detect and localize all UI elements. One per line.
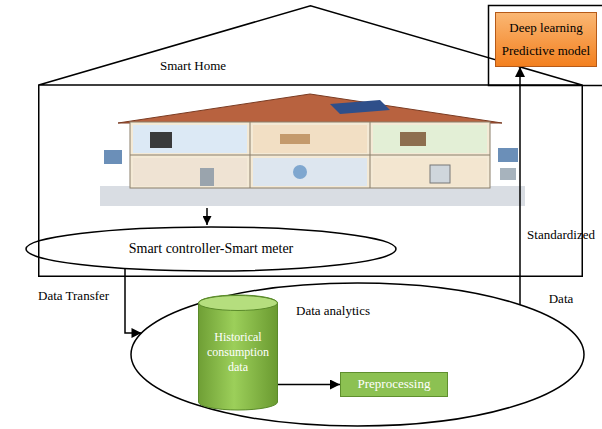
room (253, 125, 367, 153)
database-label: Historical consumption data (203, 330, 273, 375)
wall-line (250, 122, 251, 188)
analytics-ellipse: Data analyticsHistorical consumption dat… (130, 282, 585, 427)
room (253, 158, 367, 186)
ellipse-shape (131, 283, 584, 426)
flow-connector (125, 268, 141, 333)
bed-icon (280, 134, 310, 144)
device-icon (500, 168, 516, 180)
model-box: Deep learning Predictive model (495, 12, 597, 67)
house-body (130, 122, 490, 188)
model-label: Deep learning Predictive model (500, 17, 592, 61)
floor-line (130, 155, 490, 156)
room (373, 125, 487, 153)
cylinder-top (199, 296, 278, 311)
fridge-icon (200, 168, 214, 186)
device-icon (104, 150, 122, 164)
ground-strip (100, 186, 525, 206)
heater-icon (430, 165, 450, 183)
edge-label: Data Transfer (38, 287, 124, 305)
device-icon (498, 148, 518, 162)
controller-ellipse: Smart controller-Smart meter (25, 226, 397, 272)
smart-home-illustration (100, 94, 525, 206)
flow-connector (278, 384, 340, 386)
solar-panel (330, 100, 390, 114)
room (373, 158, 487, 186)
wall-line (370, 122, 371, 188)
room (133, 158, 247, 186)
ellipse-label: Data analytics (296, 296, 370, 326)
edge-label: Standardized Data (524, 203, 598, 331)
washer-icon (293, 165, 307, 179)
edge-label-holder: Standardized Data (524, 203, 598, 331)
ellipse-label: Smart controller-Smart meter (45, 240, 377, 258)
process-label: Preprocessing (345, 376, 443, 392)
edge-label-holder: Data Transfer (38, 287, 124, 305)
tv-icon (150, 132, 172, 148)
sofa-icon (400, 132, 426, 146)
database-cylinder: Historical consumption data (198, 295, 278, 410)
process-box: Preprocessing (340, 372, 448, 397)
room (133, 125, 247, 153)
flow-arrow (206, 208, 208, 225)
cylinder-body (199, 295, 278, 410)
ellipse-shape (26, 227, 396, 271)
flow-connector (519, 67, 521, 305)
roof (118, 94, 502, 123)
